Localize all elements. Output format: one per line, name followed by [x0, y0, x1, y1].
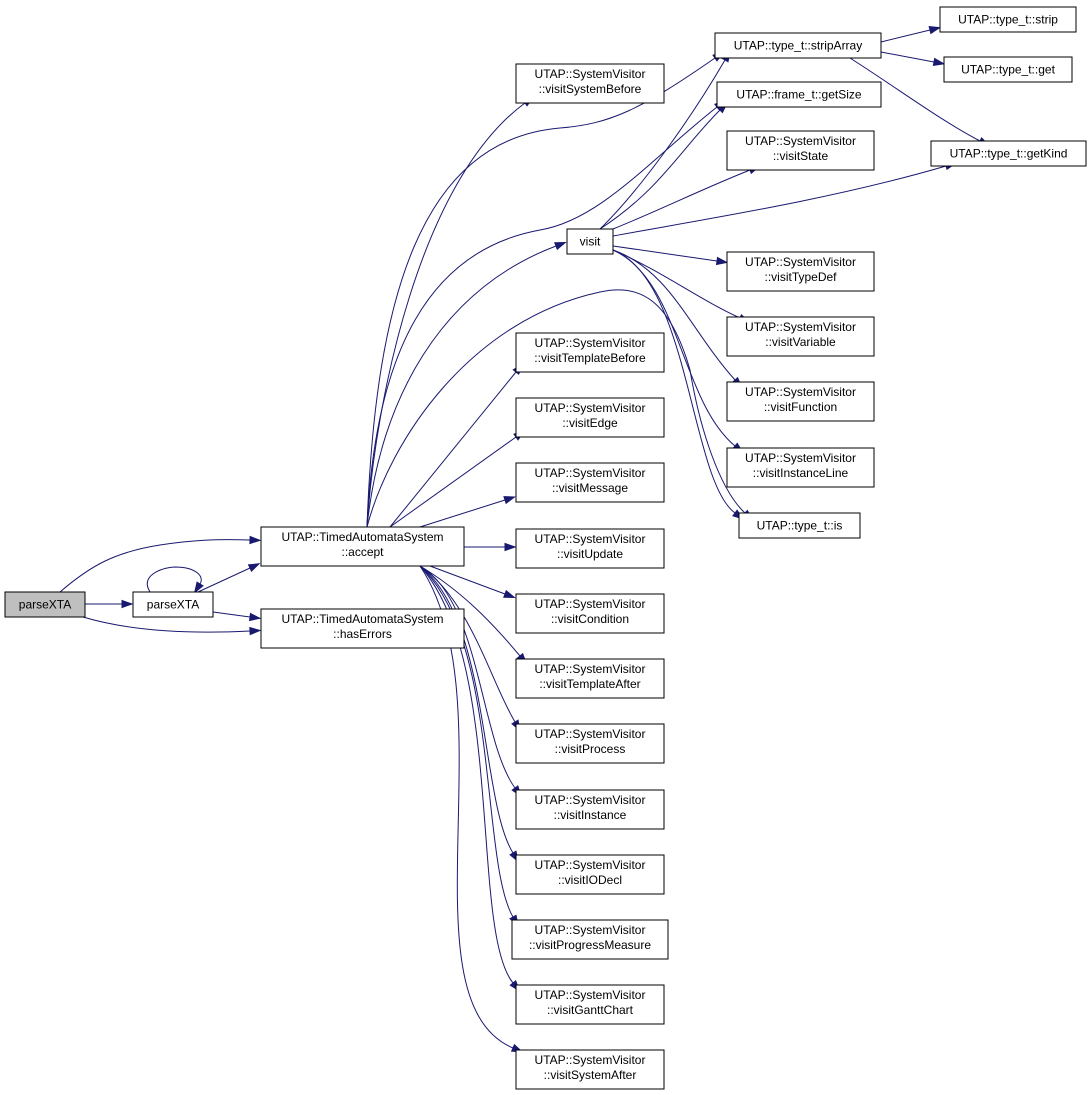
node-haserrors[interactable]: UTAP::TimedAutomataSystem::hasErrors — [260, 608, 465, 649]
node-visitinstanceline[interactable]: UTAP::SystemVisitor::visitInstanceLine — [726, 447, 875, 488]
node-accept[interactable]: UTAP::TimedAutomataSystem::accept — [260, 526, 465, 567]
node-label: UTAP::SystemVisitor — [535, 466, 646, 480]
node-label: UTAP::SystemVisitor — [535, 336, 646, 350]
node-label: UTAP::type_t::get — [961, 63, 1055, 77]
node-label: UTAP::SystemVisitor — [745, 134, 856, 148]
node-label: UTAP::SystemVisitor — [535, 923, 646, 937]
node-visitfunction[interactable]: UTAP::SystemVisitor::visitFunction — [726, 381, 875, 422]
node-visitprogressmeasure[interactable]: UTAP::SystemVisitor::visitProgressMeasur… — [511, 919, 669, 960]
node-label: ::visitProgressMeasure — [529, 938, 651, 952]
call-edge — [82, 616, 262, 636]
node-visittypedef[interactable]: UTAP::SystemVisitor::visitTypeDef — [726, 251, 875, 292]
call-edge — [612, 165, 761, 230]
node-label: UTAP::SystemVisitor — [745, 320, 856, 334]
node-label: ::visitTemplateAfter — [539, 677, 640, 691]
node-getsize[interactable]: UTAP::frame_t::getSize — [716, 81, 882, 108]
call-edge — [419, 496, 516, 528]
call-edge — [147, 566, 204, 594]
node-visitiodecl[interactable]: UTAP::SystemVisitor::visitIODecl — [515, 854, 665, 895]
node-label: UTAP::type_t::getKind — [950, 147, 1068, 161]
node-label: UTAP::SystemVisitor — [745, 451, 856, 465]
call-edge — [429, 565, 516, 599]
node-label: ::visitState — [773, 149, 829, 163]
node-label: parseXTA — [147, 598, 199, 612]
node-label: UTAP::SystemVisitor — [535, 597, 646, 611]
node-label: ::visitUpdate — [557, 547, 623, 561]
node-label: UTAP::frame_t::getSize — [736, 88, 861, 102]
node-label: UTAP::SystemVisitor — [745, 255, 856, 269]
call-edge — [212, 611, 262, 622]
call-edge — [389, 363, 524, 528]
node-label: UTAP::SystemVisitor — [745, 385, 856, 399]
node-visitprocess[interactable]: UTAP::SystemVisitor::visitProcess — [515, 723, 665, 764]
node-get[interactable]: UTAP::type_t::get — [943, 56, 1073, 83]
node-visittemplatebefore[interactable]: UTAP::SystemVisitor::visitTemplateBefore — [515, 332, 665, 373]
call-edge — [366, 51, 725, 528]
node-striparray[interactable]: UTAP::type_t::stripArray — [714, 32, 882, 59]
node-label: ::visitProcess — [555, 742, 626, 756]
node-label: UTAP::TimedAutomataSystem — [281, 530, 443, 544]
node-label: UTAP::SystemVisitor — [535, 793, 646, 807]
node-getkind[interactable]: UTAP::type_t::getKind — [930, 140, 1087, 167]
node-visitsystemafter[interactable]: UTAP::SystemVisitor::visitSystemAfter — [515, 1049, 665, 1090]
node-label: ::visitTemplateBefore — [534, 351, 646, 365]
node-label: UTAP::TimedAutomataSystem — [281, 612, 443, 626]
node-label: ::visitFunction — [764, 400, 837, 414]
call-edge — [464, 542, 517, 552]
node-label: ::visitInstance — [554, 808, 627, 822]
call-edge — [612, 245, 729, 266]
call-edge — [85, 599, 134, 609]
call-edge — [366, 241, 567, 528]
node-label: ::visitEdge — [562, 416, 618, 430]
node-label: ::visitGanttChart — [547, 1003, 634, 1017]
node-label: ::visitIODecl — [558, 873, 622, 887]
node-visit[interactable]: visit — [566, 228, 614, 255]
node-label: parseXTA — [19, 598, 71, 612]
node-visittemplateafter[interactable]: UTAP::SystemVisitor::visitTemplateAfter — [515, 658, 665, 699]
node-parsexta-root[interactable]: parseXTA — [4, 591, 86, 618]
call-edge — [419, 565, 522, 798]
node-label: ::visitSystemBefore — [539, 82, 642, 96]
node-visitvariable[interactable]: UTAP::SystemVisitor::visitVariable — [726, 316, 875, 357]
call-edge — [880, 51, 946, 67]
node-parsexta-inner[interactable]: parseXTA — [132, 591, 214, 618]
node-visitstate[interactable]: UTAP::SystemVisitor::visitState — [726, 130, 875, 171]
node-label: UTAP::type_t::is — [757, 519, 843, 533]
node-label: UTAP::SystemVisitor — [535, 662, 646, 676]
node-is[interactable]: UTAP::type_t::is — [738, 512, 861, 539]
node-visitedge[interactable]: UTAP::SystemVisitor::visitEdge — [515, 397, 665, 438]
node-label: ::visitCondition — [551, 612, 629, 626]
call-edge — [197, 563, 261, 593]
node-label: ::hasErrors — [333, 627, 392, 641]
node-label: UTAP::SystemVisitor — [535, 988, 646, 1002]
call-edge — [389, 430, 526, 528]
node-label: UTAP::SystemVisitor — [535, 532, 646, 546]
node-visitsystembefore[interactable]: UTAP::SystemVisitor::visitSystemBefore — [515, 63, 665, 104]
node-label: UTAP::SystemVisitor — [535, 401, 646, 415]
node-label: UTAP::SystemVisitor — [535, 67, 646, 81]
node-label: UTAP::SystemVisitor — [535, 1053, 646, 1067]
call-edge — [59, 535, 262, 593]
node-visitmessage[interactable]: UTAP::SystemVisitor::visitMessage — [515, 462, 665, 503]
node-label: UTAP::type_t::stripArray — [734, 39, 862, 53]
call-edge — [599, 101, 729, 230]
node-label: ::visitVariable — [765, 335, 836, 349]
node-label: UTAP::SystemVisitor — [535, 727, 646, 741]
node-visitinstance[interactable]: UTAP::SystemVisitor::visitInstance — [515, 789, 665, 830]
node-label: UTAP::type_t::strip — [958, 13, 1058, 27]
node-visitupdate[interactable]: UTAP::SystemVisitor::visitUpdate — [515, 528, 665, 569]
node-label: UTAP::SystemVisitor — [535, 858, 646, 872]
node-label: visit — [580, 235, 601, 249]
node-visitcondition[interactable]: UTAP::SystemVisitor::visitCondition — [515, 593, 665, 634]
call-edge — [880, 26, 942, 43]
node-strip[interactable]: UTAP::type_t::strip — [939, 6, 1077, 33]
node-label: ::visitMessage — [552, 481, 628, 495]
node-label: ::visitSystemAfter — [544, 1068, 637, 1082]
node-label: ::visitTypeDef — [764, 270, 837, 284]
node-label: ::accept — [341, 545, 384, 559]
node-visitganttchart[interactable]: UTAP::SystemVisitor::visitGanttChart — [515, 984, 665, 1025]
node-label: ::visitInstanceLine — [753, 466, 849, 480]
